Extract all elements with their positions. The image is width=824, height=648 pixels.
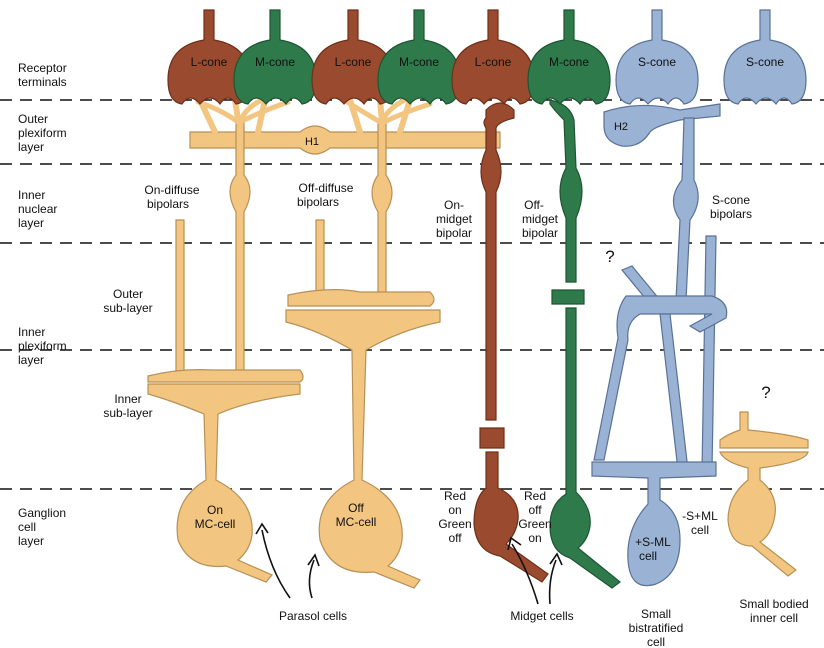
m-cone-2: M-cone: [378, 10, 460, 104]
bottom-captions: Parasol cells Midget cells Small bistrat…: [279, 597, 809, 648]
s-cone-2: S-cone: [724, 10, 806, 104]
cone-label: L-cone: [191, 55, 228, 69]
cone-label: M-cone: [399, 55, 439, 69]
h1-label: H1: [305, 136, 319, 148]
s-cone-bipolars: [594, 118, 727, 470]
on-midget-bipolar: [480, 103, 514, 448]
on-diffuse-label-1: On-diffuse: [144, 183, 199, 197]
red-on-label-1: Red: [444, 489, 466, 503]
arrow: [309, 560, 314, 598]
red-on-label-3: Green: [438, 517, 471, 531]
bistratified-caption-1: Small: [641, 607, 671, 621]
s-cone-1: S-cone: [616, 10, 698, 104]
red-off-label-1: Red: [524, 489, 546, 503]
s-ml-label-2: cell: [639, 549, 657, 563]
on-mc-ganglion-cell: [148, 384, 300, 582]
m-cone-3: M-cone: [528, 10, 610, 104]
ganglion-label-1: Ganglion: [18, 506, 66, 520]
inner-sublayer-label-2: sub-layer: [103, 406, 152, 420]
arrow-head: [550, 554, 562, 565]
on-mc-label-1: On: [207, 503, 223, 517]
red-off-label-4: on: [528, 531, 541, 545]
layer-labels: Receptor terminals Outer plexiform layer…: [18, 61, 153, 548]
cone-label: L-cone: [475, 55, 512, 69]
off-midget-label-3: bipolar: [522, 226, 558, 240]
off-diffuse-label-2: bipolars: [297, 195, 339, 209]
red-on-label-2: on: [448, 503, 461, 517]
off-mc-ganglion-cell: [286, 310, 440, 588]
cone-label: S-cone: [638, 55, 676, 69]
question-mark: ?: [761, 383, 770, 402]
cone-label: M-cone: [255, 55, 295, 69]
m-cone-1: M-cone: [234, 10, 316, 104]
red-off-label-2: off: [528, 503, 542, 517]
cone-pedicles: L-cone M-cone L-cone M-cone L-cone M-con…: [168, 10, 806, 104]
s-cone-bipolars-label-1: S-cone: [712, 193, 750, 207]
neg-s-ml-label-2: cell: [691, 523, 709, 537]
cone-label: L-cone: [335, 55, 372, 69]
inner-nuclear-label-2: nuclear: [18, 202, 57, 216]
outer-plexiform-label-1: Outer: [18, 112, 48, 126]
bistratified-caption-3: cell: [647, 635, 665, 648]
on-diffuse-label-2: bipolars: [147, 197, 189, 211]
outer-sublayer-label-2: sub-layer: [103, 301, 152, 315]
bistratified-caption-2: bistratified: [629, 621, 684, 635]
neg-s-ml-label-1: -S+ML: [682, 509, 718, 523]
inner-nuclear-label-1: Inner: [18, 188, 45, 202]
outer-plexiform-label-2: plexiform: [18, 126, 67, 140]
small-bodied-caption-1: Small bodied: [739, 597, 808, 611]
off-midget-label-1: Off-: [524, 198, 544, 212]
ganglion-label-2: cell: [18, 520, 36, 534]
cone-label: M-cone: [549, 55, 589, 69]
h2-label: H2: [614, 121, 628, 133]
midget-cells-caption: Midget cells: [510, 609, 573, 623]
question-mark: ?: [605, 247, 614, 266]
ganglion-label-3: layer: [18, 534, 44, 548]
on-mc-label-2: MC-cell: [195, 517, 236, 531]
inner-nuclear-label-3: layer: [18, 216, 44, 230]
receptor-terminals-label-1: Receptor: [18, 61, 67, 75]
inner-plexiform-label-2: plexiform: [18, 339, 67, 353]
arrow: [262, 530, 290, 598]
red-on-label-4: off: [448, 531, 462, 545]
red-off-label-3: Green: [518, 517, 551, 531]
inner-sublayer-label-1: Inner: [114, 392, 141, 406]
inner-plexiform-label-1: Inner: [18, 325, 45, 339]
inner-plexiform-label-3: layer: [18, 353, 44, 367]
on-midget-label-2: midget: [436, 212, 473, 226]
off-mc-label-2: MC-cell: [336, 515, 377, 529]
small-bodied-caption-2: inner cell: [750, 611, 798, 625]
on-midget-label-3: bipolar: [436, 226, 472, 240]
s-ml-label-1: +S-ML: [635, 535, 671, 549]
off-mc-label-1: Off: [348, 501, 364, 515]
cone-label: S-cone: [746, 55, 784, 69]
off-midget-label-2: midget: [522, 212, 559, 226]
small-bodied-inner-cell: [720, 412, 808, 576]
outer-plexiform-label-3: layer: [18, 140, 44, 154]
off-midget-bipolar: [550, 100, 584, 304]
on-midget-label-1: On-: [444, 198, 464, 212]
l-cone-3: L-cone: [452, 10, 534, 104]
arrow: [550, 560, 556, 604]
off-diffuse-label-1: Off-diffuse: [299, 181, 354, 195]
outer-sublayer-label-1: Outer: [113, 287, 143, 301]
parasol-cells-caption: Parasol cells: [279, 609, 347, 623]
s-cone-bipolars-label-2: bipolars: [710, 207, 752, 221]
receptor-terminals-label-2: terminals: [18, 75, 67, 89]
